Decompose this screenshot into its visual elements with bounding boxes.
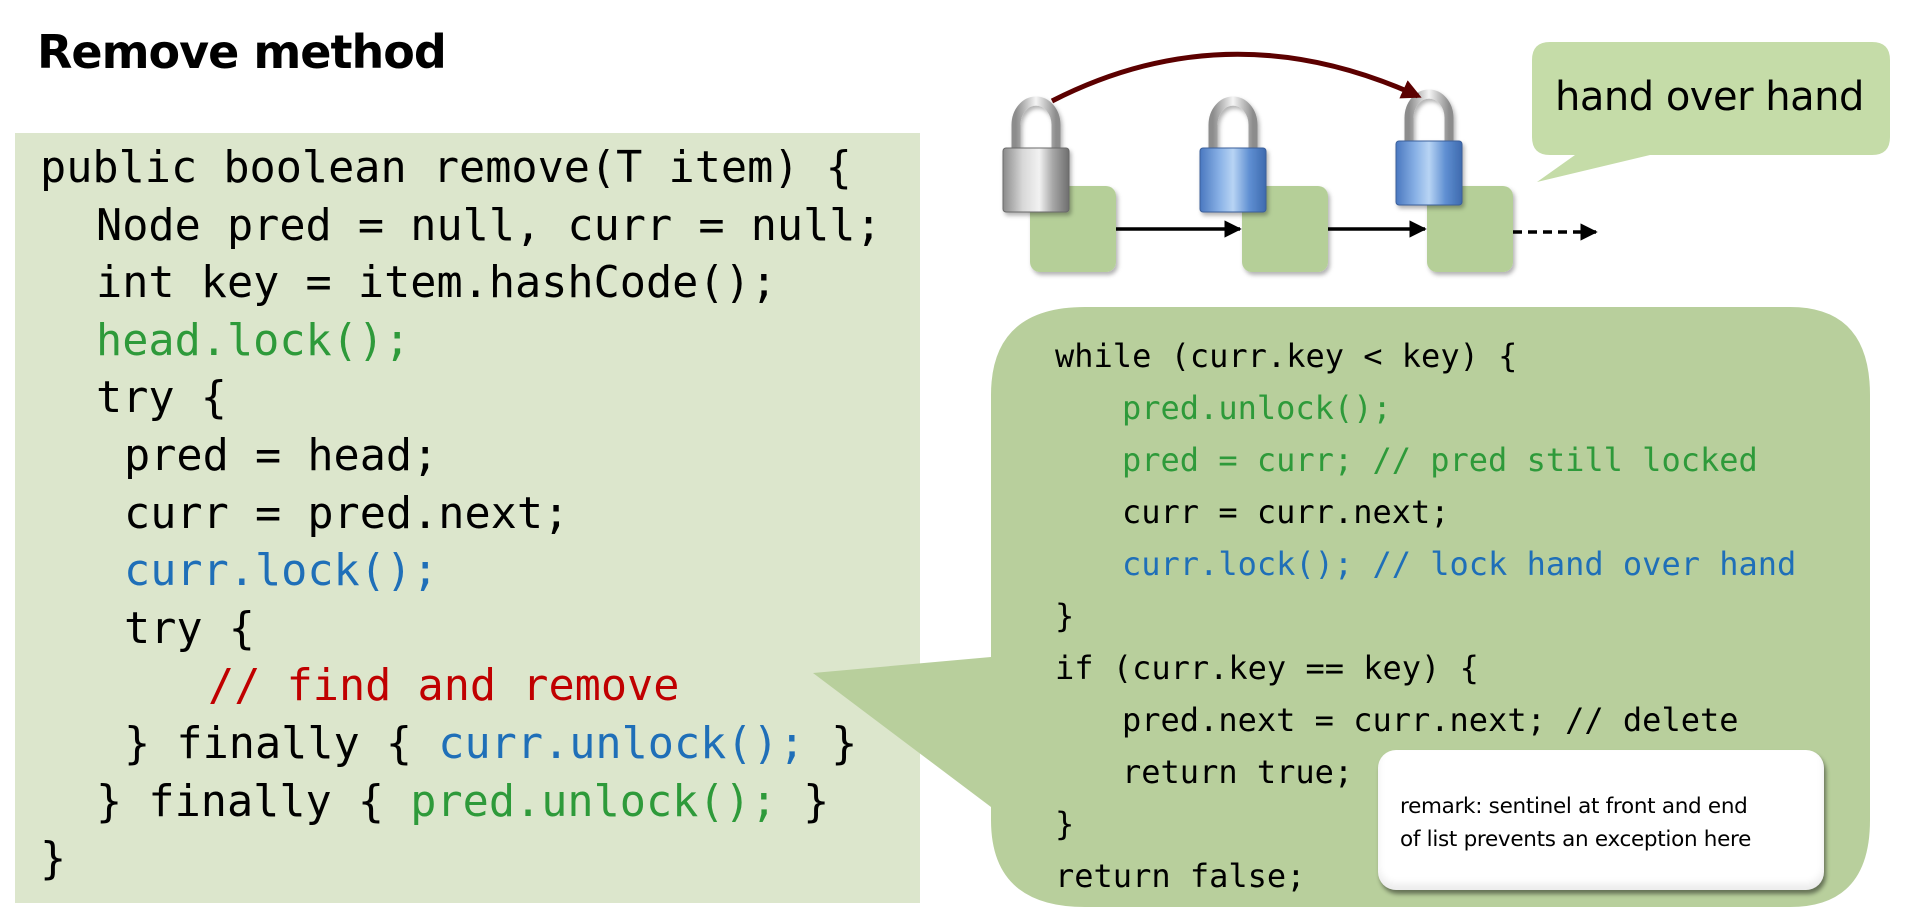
code-segment: curr = curr.next; — [1122, 493, 1450, 531]
code-segment: // find and remove — [208, 661, 680, 712]
remark-line-1: remark: sentinel at front and end — [1400, 794, 1748, 819]
code-segment: curr.unlock(); — [438, 718, 805, 769]
code-line: return false; — [1055, 850, 1796, 902]
code-segment: } — [1055, 597, 1075, 635]
code-segment: pred = head; — [124, 430, 439, 481]
code-line: while (curr.key < key) { — [1055, 330, 1796, 382]
code-segment: try { — [124, 603, 255, 654]
code-segment: int key = item.hashCode(); — [96, 258, 777, 309]
code-segment: pred = curr; // pred still locked — [1122, 441, 1758, 479]
code-segment: while (curr.key < key) { — [1055, 337, 1518, 375]
hand-over-hand-label: hand over hand — [1555, 74, 1864, 120]
code-line: curr.lock(); // lock hand over hand — [1055, 538, 1796, 590]
remove-method-code-panel — [15, 133, 920, 903]
remark-line-2: of list prevents an exception here — [1400, 827, 1752, 852]
code-line: Node pred = null, curr = null; — [40, 198, 882, 256]
code-segment: curr = pred.next; — [124, 488, 570, 539]
code-line: public boolean remove(T item) { — [40, 140, 882, 198]
code-segment: } finally { — [96, 776, 411, 827]
code-line: } — [1055, 590, 1796, 642]
gray-lock-icon — [1002, 96, 1070, 213]
code-segment: } finally { — [124, 718, 439, 769]
code-line: curr = pred.next; — [40, 486, 882, 544]
code-segment: public boolean remove(T item) { — [40, 143, 852, 193]
code-segment: head.lock(); — [96, 315, 411, 366]
code-line: curr = curr.next; — [1055, 486, 1796, 538]
code-segment: Node pred = null, curr = null; — [96, 200, 882, 251]
code-line: curr.lock(); — [40, 543, 882, 601]
code-line: } finally { pred.unlock(); } — [40, 774, 882, 832]
hand-over-hand-arc — [1050, 51, 1422, 104]
hand-over-hand-bubble — [1532, 42, 1890, 182]
code-line: pred.next = curr.next; // delete — [1055, 694, 1796, 746]
code-segment: if (curr.key == key) { — [1055, 649, 1479, 687]
code-line: if (curr.key == key) { — [1055, 642, 1796, 694]
code-segment: } — [1055, 805, 1075, 843]
code-segment: } — [804, 718, 858, 769]
traversal-code: while (curr.key < key) { pred.unlock(); pr… — [1055, 330, 1796, 902]
code-segment: return false; — [1055, 857, 1306, 895]
code-line: return true; — [1055, 746, 1796, 798]
slide-title: Remove method — [37, 25, 447, 79]
code-segment: } — [40, 834, 67, 885]
code-segment: } — [776, 776, 830, 827]
code-segment: curr.lock(); — [124, 546, 439, 597]
code-segment: return true; — [1122, 753, 1354, 791]
remark-box: remark: sentinel at front and end of lis… — [1378, 750, 1824, 890]
code-line: try { — [40, 370, 882, 428]
remove-method-code: public boolean remove(T item) { Node pred… — [40, 140, 882, 889]
code-line: int key = item.hashCode(); — [40, 255, 882, 313]
code-line: pred = head; — [40, 428, 882, 486]
blue-lock-icon — [1199, 96, 1267, 213]
code-line: pred = curr; // pred still locked — [1055, 434, 1796, 486]
code-line: // find and remove — [40, 658, 882, 716]
code-line: try { — [40, 601, 882, 659]
list-node-3 — [1427, 186, 1513, 272]
code-line: } — [1055, 798, 1796, 850]
code-line: head.lock(); — [40, 313, 882, 371]
code-line: } finally { curr.unlock(); } — [40, 716, 882, 774]
code-line: pred.unlock(); — [1055, 382, 1796, 434]
code-segment: curr.lock(); // lock hand over hand — [1122, 545, 1797, 583]
code-segment: pred.next = curr.next; // delete — [1122, 701, 1739, 739]
code-line: } — [40, 831, 882, 889]
code-segment: pred.unlock(); — [1122, 389, 1392, 427]
blue-lock-icon — [1395, 89, 1463, 206]
code-segment: try { — [96, 373, 227, 424]
code-segment: pred.unlock(); — [410, 776, 777, 827]
remark-text: remark: sentinel at front and end of lis… — [1400, 790, 1751, 856]
